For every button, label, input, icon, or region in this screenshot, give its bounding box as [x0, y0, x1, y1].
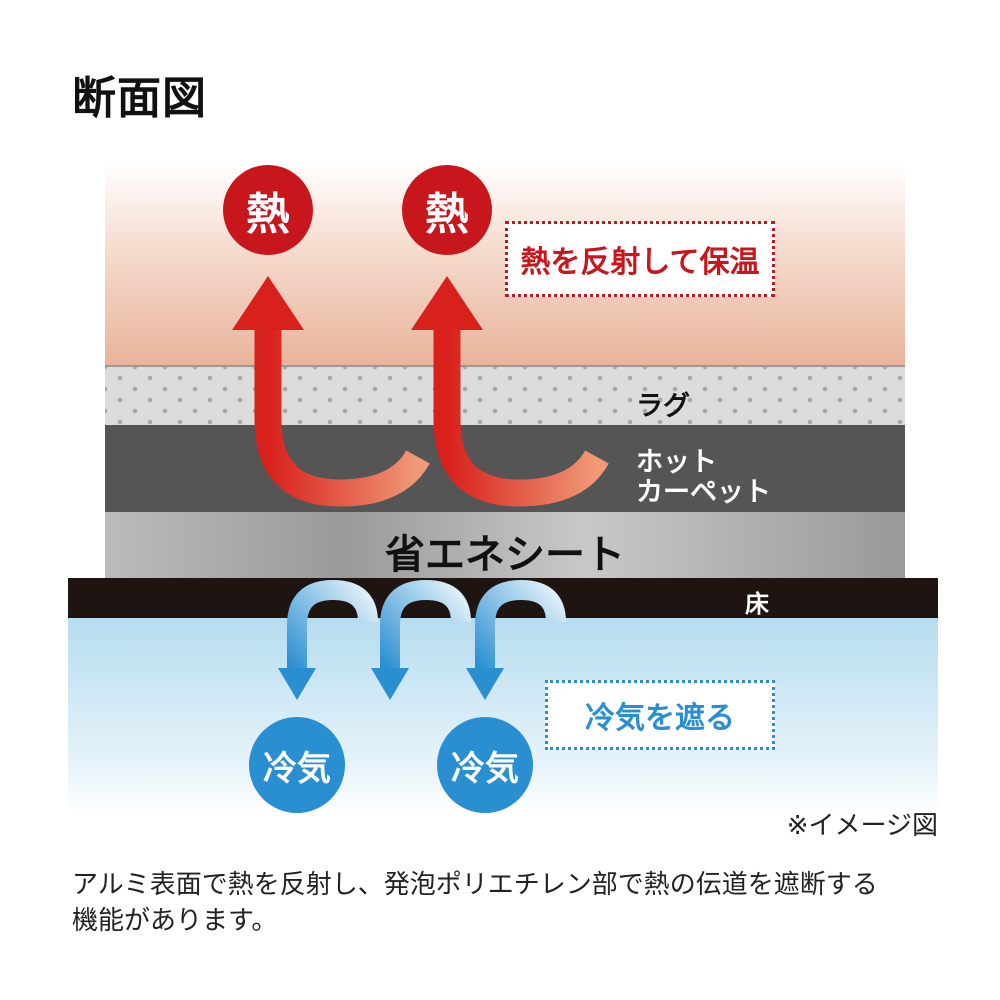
heat-arrow-2-icon — [411, 276, 609, 507]
caption-line-2: 機能があります。 — [72, 906, 278, 936]
hot-carpet-label-1: ホット — [636, 447, 717, 478]
cold-block-label: 冷気を遮る — [545, 680, 775, 750]
floor-label: 床 — [745, 590, 769, 618]
caption-line-1: アルミ表面で熱を反射し、発泡ポリエチレン部で熱の伝道を遮断する — [72, 870, 878, 900]
hot-carpet-label-2: カーペット — [636, 477, 771, 508]
cold-arrow-2-icon — [371, 579, 471, 700]
cold-arrow-3-icon — [466, 579, 566, 700]
heat-badge: 熱 — [402, 165, 492, 255]
rug-label: ラグ — [636, 391, 690, 422]
cold-badge: 冷気 — [249, 717, 345, 813]
cold-arrow-1-icon — [278, 579, 378, 700]
energy-saving-sheet-layer — [105, 512, 905, 578]
rug-layer — [105, 365, 905, 425]
sheet-label: 省エネシート — [385, 532, 625, 578]
heat-arrow-1-icon — [232, 276, 430, 507]
page-title: 断面図 — [72, 73, 207, 124]
cold-badge: 冷気 — [437, 717, 533, 813]
heat-reflect-label: 熱を反射して保温 — [505, 221, 775, 297]
image-note: ※イメージ図 — [786, 811, 938, 841]
heat-badge: 熱 — [223, 165, 313, 255]
